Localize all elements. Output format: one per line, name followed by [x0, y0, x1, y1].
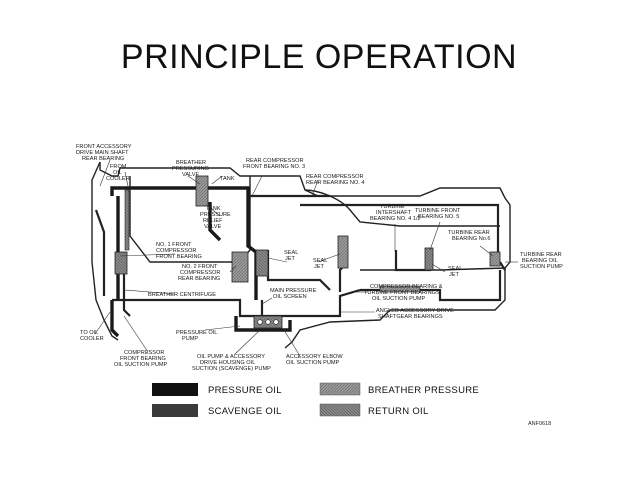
legend: PRESSURE OIL SCAVENGE OIL BREATHER PRESS…	[152, 382, 479, 417]
legend-swatch-breather-pressure	[319, 382, 361, 396]
pressure-oil-lines	[110, 186, 502, 338]
legend-label-return-oil: RETURN OIL	[368, 406, 429, 417]
figure-code: ANF0618	[528, 421, 551, 427]
legend-label-breather-pressure: BREATHER PRESSURE	[368, 385, 479, 396]
engine-casing	[91, 161, 511, 349]
page-title: PRINCIPLE OPERATION	[120, 38, 518, 76]
legend-swatch-return-oil	[319, 403, 361, 417]
label-comp-bearing-turbine: COMPRESSOR BEARING &TURBINE FRONT BEARIN…	[364, 284, 443, 302]
legend-label-pressure-oil: PRESSURE OIL	[208, 385, 282, 396]
label-tank: TANK	[220, 176, 235, 182]
breather-return-blocks	[114, 175, 501, 329]
legend-swatch-scavenge-oil	[152, 404, 198, 417]
leader-lines	[94, 159, 518, 357]
label-breather-centrifuge: BREATHER CENTRIFUGE	[148, 292, 216, 298]
legend-swatch-pressure-oil	[152, 383, 198, 396]
legend-label-scavenge-oil: SCAVENGE OIL	[208, 406, 282, 417]
